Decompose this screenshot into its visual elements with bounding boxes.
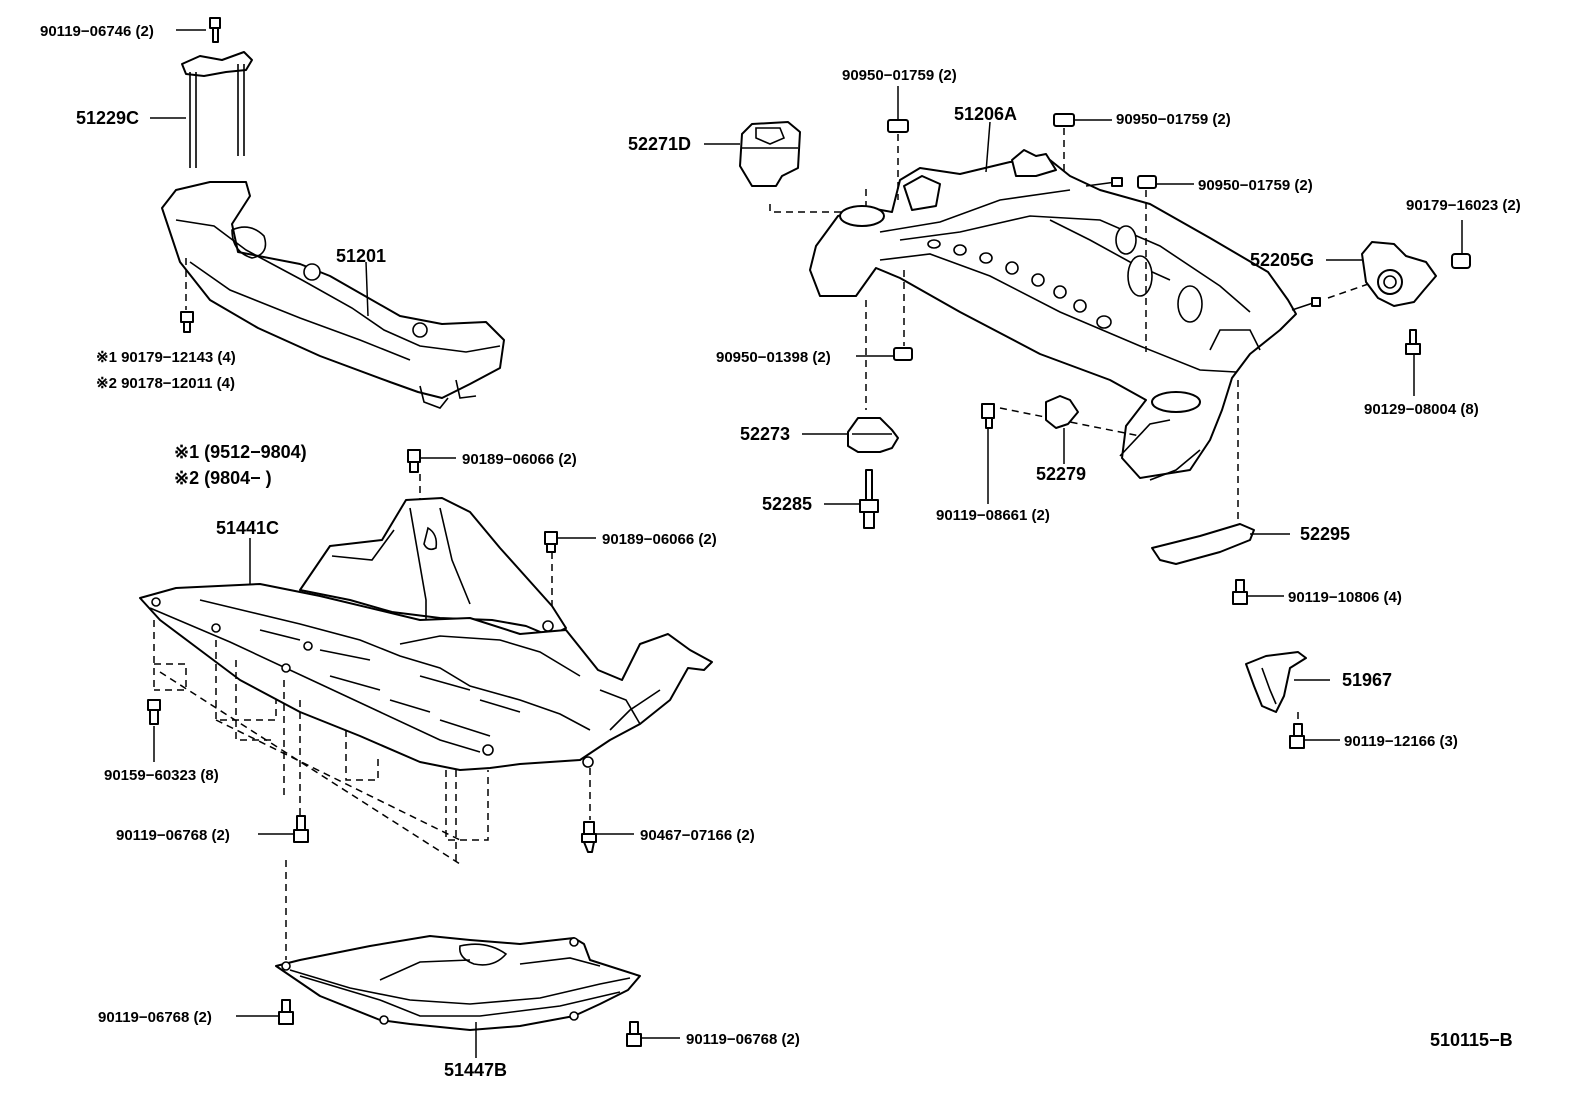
label-52205g: 52205G [1250,250,1314,270]
label-52285: 52285 [762,494,812,514]
bracket-52279 [1045,395,1079,464]
label-90119-10806: 90119−10806 (4) [1288,589,1402,606]
label-52279: 52279 [1036,464,1086,484]
label-90950-01759-a: 90950−01759 (2) [842,67,957,84]
label-52271d: 52271D [628,134,691,154]
nut-90179-16023 [1451,253,1471,269]
label-90119-06768-a: 90119−06768 (2) [116,827,230,844]
label-90119-06768-c: 90119−06768 (2) [686,1031,800,1048]
nut-90950-01759-a [887,119,909,133]
bolt-90189-06066-a [407,449,421,473]
label-90950-01759-b: 90950−01759 (2) [1116,111,1231,128]
brace-52295 [1151,523,1290,605]
label-note1-range: ※1 (9512−9804) [174,442,307,462]
label-51441c: 51441C [216,518,279,538]
label-52273: 52273 [740,424,790,444]
label-90189-06066-a: 90189−06066 (2) [462,451,577,468]
front-crossmember-51201 [150,17,505,409]
label-90179-16023: 90179−16023 (2) [1406,197,1521,214]
label-51447b: 51447B [444,1060,507,1080]
bolt-90467-07166 [581,821,597,853]
label-90119-12166: 90119−12166 (3) [1344,733,1458,750]
rear-crossmember-51206a [704,86,1375,520]
label-90950-01398: 90950−01398 (2) [716,349,831,366]
label-90119-06746: 90119−06746 (2) [40,23,154,40]
label-90129-08004: 90129−08004 (8) [1364,401,1479,418]
label-90950-01759-c: 90950−01759 (2) [1198,177,1313,194]
bracket-51229c [181,51,253,168]
label-51201: 51201 [336,246,386,266]
bolt-90119-12166 [1289,723,1305,749]
nut-90950-01398 [893,347,913,361]
bushing-52271d [739,121,801,187]
bolt-90159-60323 [147,699,161,725]
nut-90950-01759-c [1137,175,1157,189]
bolt-90119-06768-c [626,1021,642,1047]
nut-90950-01759-b [1053,113,1075,127]
bolt-90119-10806 [1232,579,1248,605]
label-figure-code: 510115−B [1430,1030,1513,1050]
label-90467-07166: 90467−07166 (2) [640,827,755,844]
stopper-52273 [802,417,899,453]
label-note2-range: ※2 (9804− ) [174,468,272,488]
label-note1-90179-12143: ※1 90179−12143 (4) [96,349,236,366]
label-51967: 51967 [1342,670,1392,690]
labels: 90119−06746 (2) 51229C 51201 ※1 90179−12… [40,23,1521,1080]
under-cover-51447b [236,935,680,1058]
bushing-52205g [1326,220,1471,396]
label-52295: 52295 [1300,524,1350,544]
label-90119-06768-b: 90119−06768 (2) [98,1009,212,1026]
bolt-90119-06768-b [278,999,294,1025]
bracket-51967 [1245,651,1340,749]
label-51229c: 51229C [76,108,139,128]
bolt-90119-06746 [209,17,221,43]
bolt-90119-06768-a [293,815,309,843]
bolt-90189-06066-b [544,531,558,553]
label-note2-90178-12011: ※2 90178−12011 (4) [96,375,235,392]
bolt-90179-12143 [180,311,194,333]
label-90119-08661: 90119−08661 (2) [936,507,1050,524]
bolt-90129-08004 [1405,329,1421,355]
label-51206a: 51206A [954,104,1017,124]
bolt-52285 [824,469,879,529]
bolt-90119-08661 [981,403,995,504]
label-90189-06066-b: 90189−06066 (2) [602,531,717,548]
engine-under-cover-51441c [139,449,713,960]
label-90159-60323: 90159−60323 (8) [104,767,219,784]
